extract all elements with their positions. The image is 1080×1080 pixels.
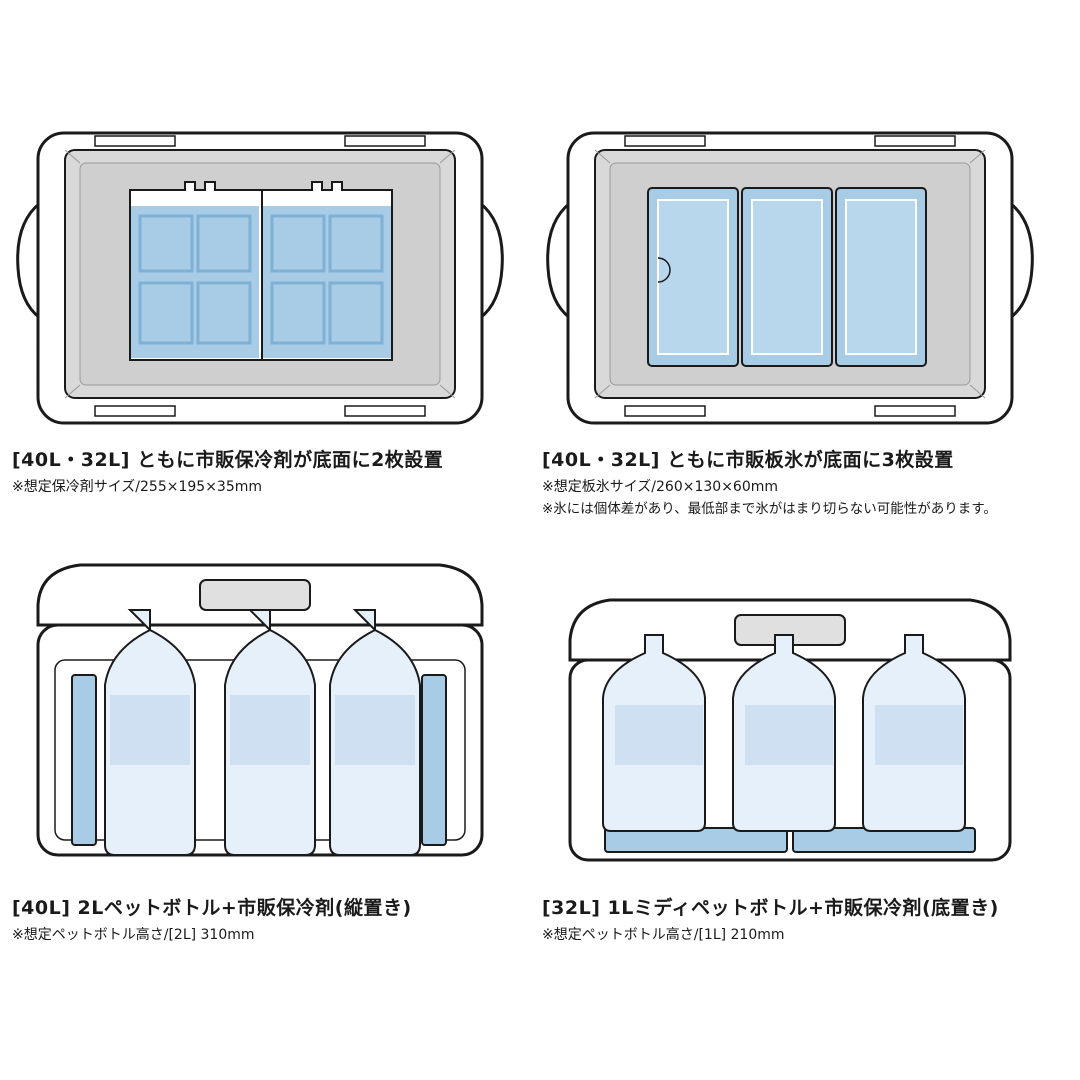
panel-2-note-2: ※氷には個体差があり、最低部まで氷がはまり切らない可能性があります。 xyxy=(542,501,997,517)
cooler-top-view-ice-packs xyxy=(10,128,510,428)
panel-4-title: [32L] 1Lミディペットボトル+市販保冷剤(底置き) xyxy=(542,897,999,919)
panel-4-caption: [32L] 1Lミディペットボトル+市販保冷剤(底置き) ※想定ペットボトル高さ… xyxy=(542,896,999,946)
cooler-front-2l-bottles xyxy=(20,550,500,870)
panel-1-note: ※想定保冷剤サイズ/255×195×35mm xyxy=(12,479,263,495)
panel-2-title: [40L・32L] ともに市販板氷が底面に3枚設置 xyxy=(542,449,954,471)
panel-1-title: [40L・32L] ともに市販保冷剤が底面に2枚設置 xyxy=(12,449,444,471)
panel-3-title: [40L] 2Lペットボトル+市販保冷剤(縦置き) xyxy=(12,897,412,919)
panel-2-caption: [40L・32L] ともに市販板氷が底面に3枚設置 ※想定板氷サイズ/260×1… xyxy=(542,448,997,520)
panel-3-note: ※想定ペットボトル高さ/[2L] 310mm xyxy=(12,927,255,943)
bottle-1l-1 xyxy=(602,634,706,832)
panel-3-caption: [40L] 2Lペットボトル+市販保冷剤(縦置き) ※想定ペットボトル高さ/[2… xyxy=(12,896,412,946)
panel-1-caption: [40L・32L] ともに市販保冷剤が底面に2枚設置 ※想定保冷剤サイズ/255… xyxy=(12,448,443,498)
bottle-1l-3 xyxy=(862,634,966,832)
bottle-2l-2 xyxy=(224,609,316,856)
bottle-2l-3 xyxy=(329,609,421,856)
cooler-top-view-ice-blocks xyxy=(540,128,1040,428)
bottle-2l-1 xyxy=(104,609,196,856)
bottle-1l-2 xyxy=(732,634,836,832)
panel-4-note: ※想定ペットボトル高さ/[1L] 210mm xyxy=(542,927,785,943)
cooler-front-1l-bottles xyxy=(565,590,1015,870)
panel-2-note-1: ※想定板氷サイズ/260×130×60mm xyxy=(542,479,779,495)
